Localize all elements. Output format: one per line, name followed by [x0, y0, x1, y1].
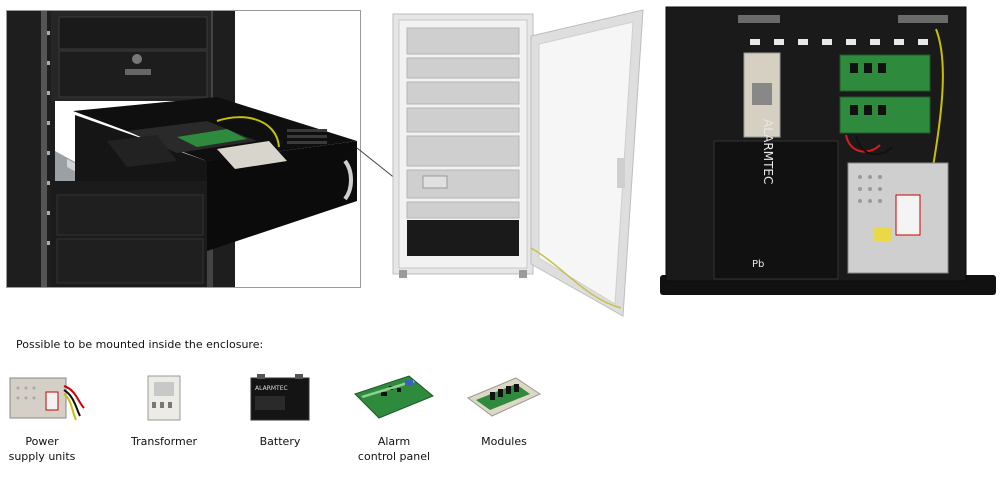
transformer-icon: [147, 375, 181, 421]
item-label-line1: Power: [25, 435, 59, 448]
item-label-line1: Transformer: [130, 435, 197, 448]
drawer-illustration: [7, 11, 360, 287]
drawer-top-view: ALARMTEC Pb: [660, 6, 996, 295]
modules-icon: [467, 377, 542, 417]
rack-cabinet-illustration: [392, 9, 644, 317]
item-label-transformer: Transformer: [109, 434, 219, 449]
item-label-line2: control panel: [357, 450, 431, 463]
alarm-panel-icon: [354, 375, 434, 419]
battery-brand-text: ALARMTEC: [761, 119, 775, 184]
intro-text: Possible to be mounted inside the enclos…: [16, 338, 264, 351]
battery-icon-brand: ALARMTEC: [255, 385, 288, 392]
item-label-line2: supply units: [8, 450, 76, 463]
item-label-line1: Alarm: [377, 435, 411, 448]
drawer-photo: [6, 10, 361, 288]
item-label-alarm-panel: Alarm control panel: [339, 434, 449, 464]
battery-icon: ALARMTEC: [250, 374, 310, 421]
item-label-modules: Modules: [449, 434, 559, 449]
item-label-line1: Modules: [481, 435, 527, 448]
item-label-power-supply: Power supply units: [0, 434, 97, 464]
item-label-battery: Battery: [225, 434, 335, 449]
battery-symbol-text: Pb: [752, 259, 764, 270]
item-label-line1: Battery: [259, 435, 301, 448]
power-supply-icon: [9, 377, 85, 421]
